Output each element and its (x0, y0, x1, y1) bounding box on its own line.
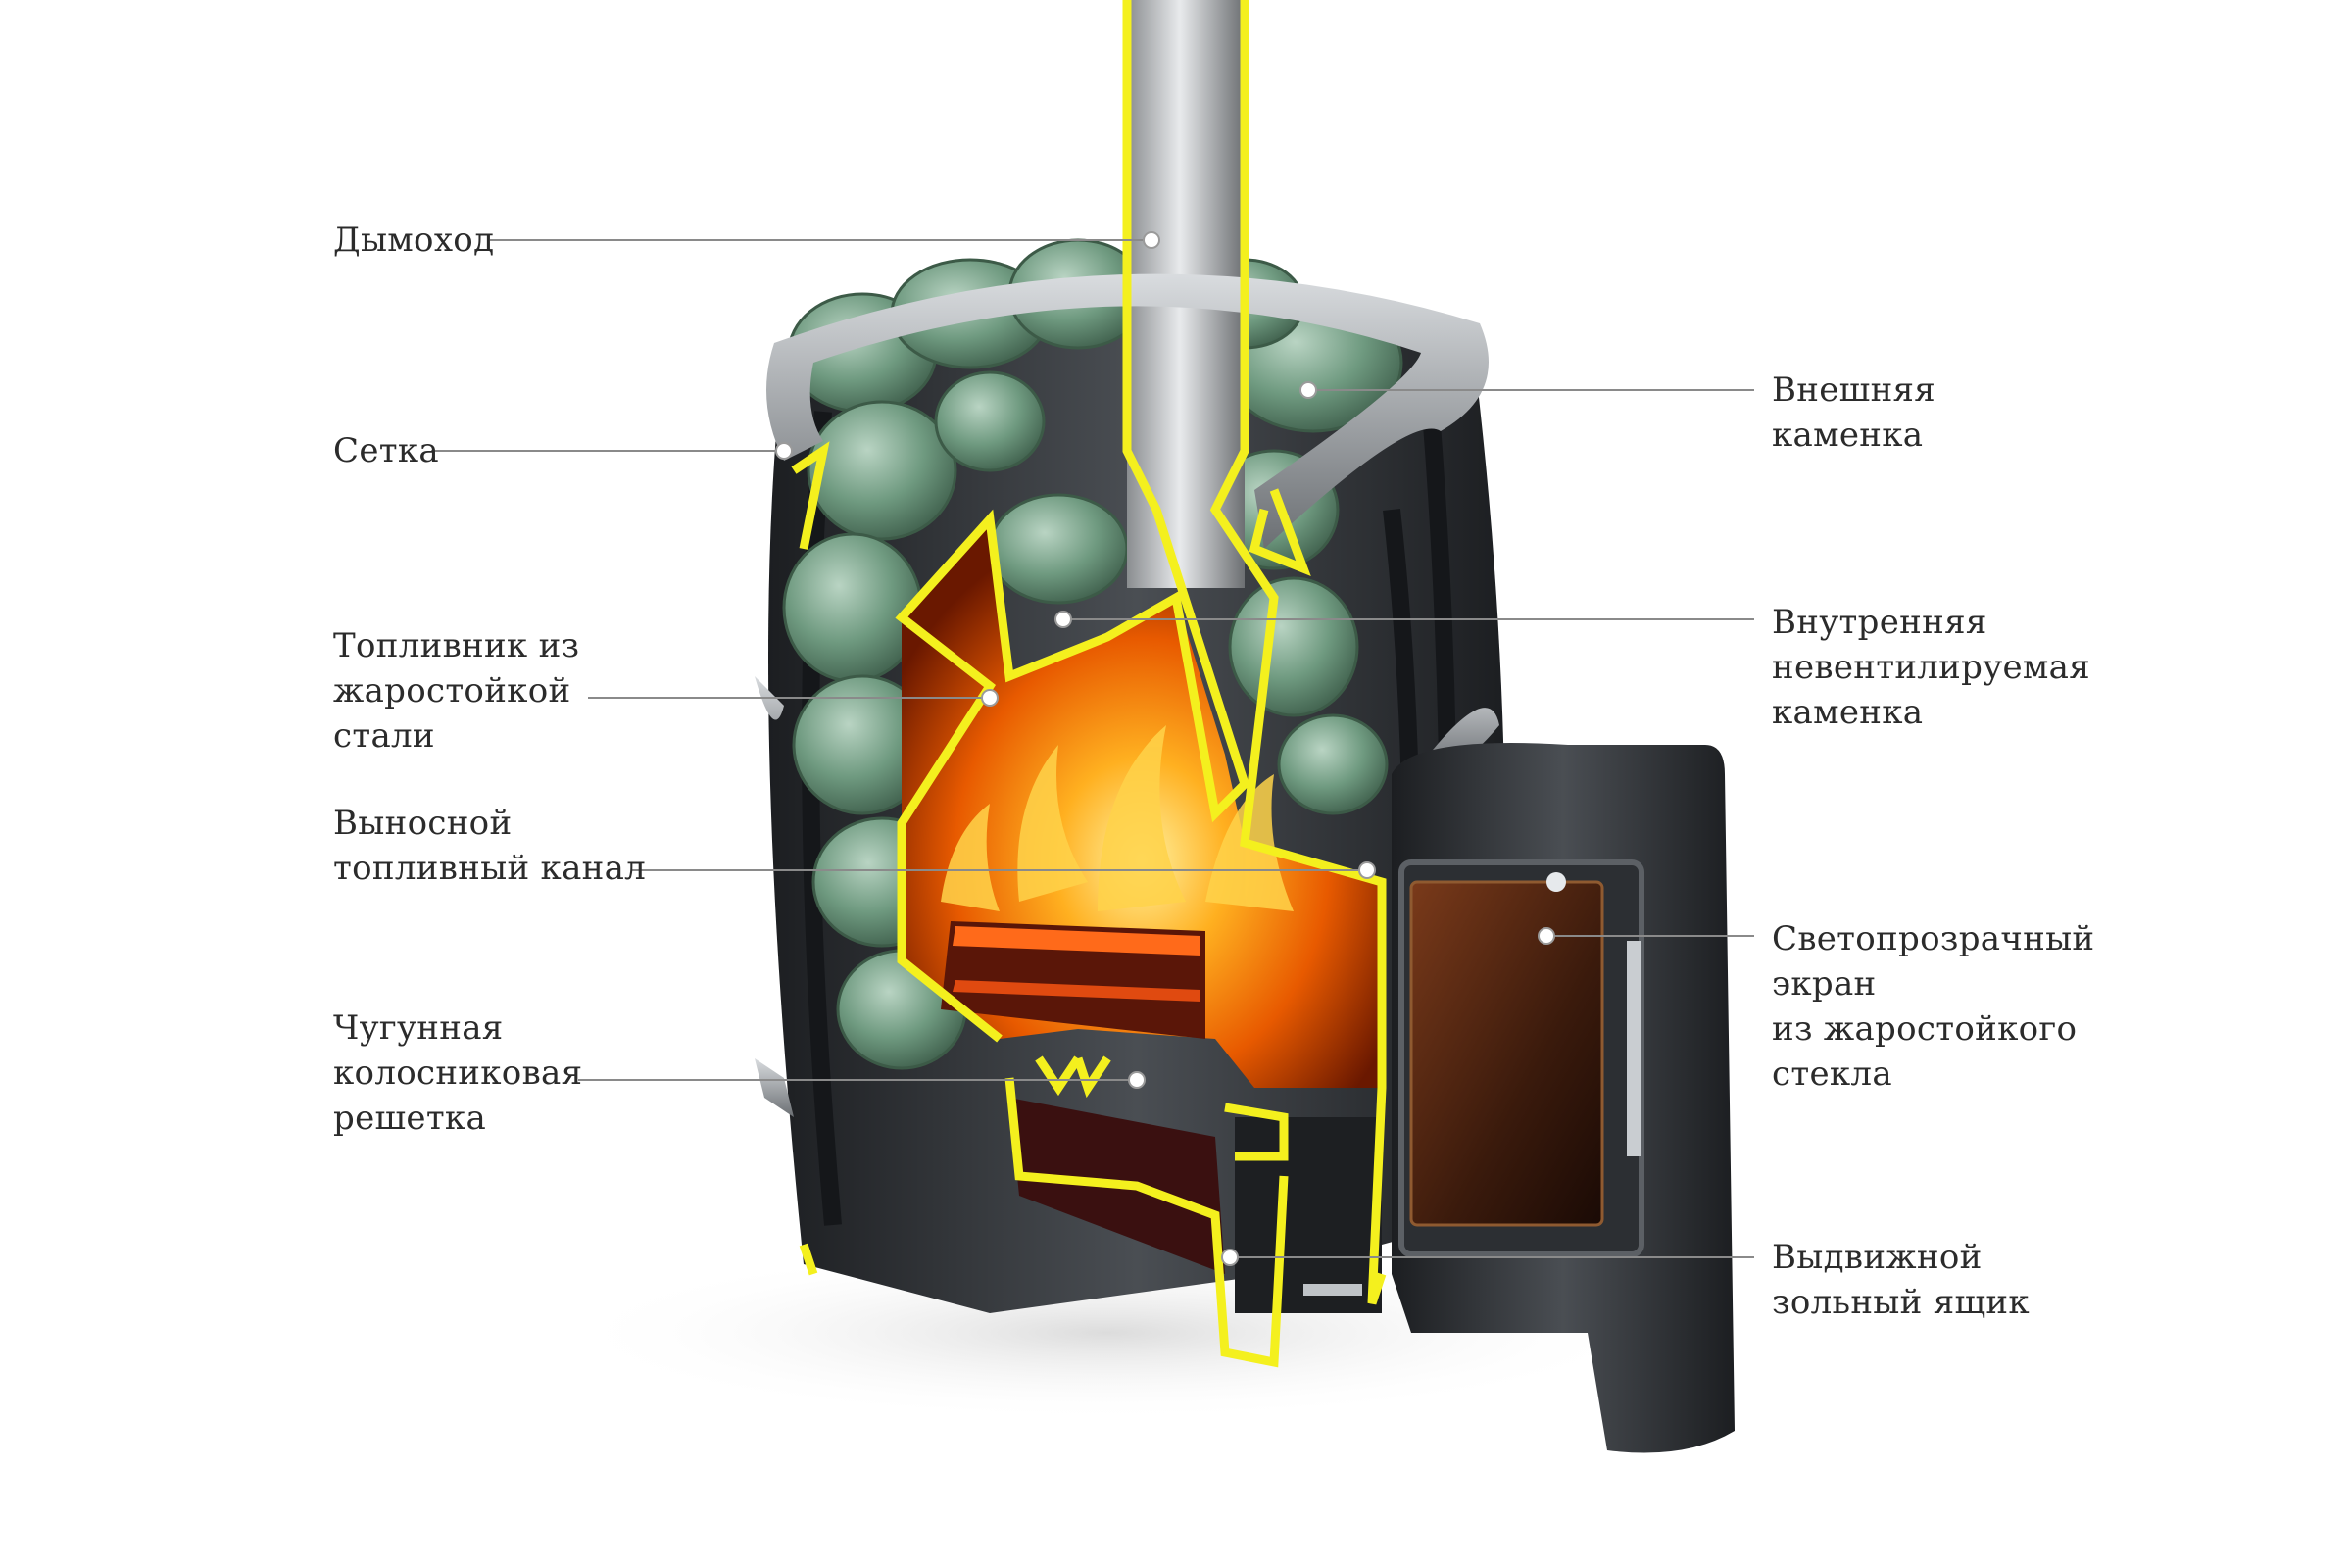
label-grate-line-3: решетка (333, 1099, 487, 1138)
label-outer-heater-line-2: каменка (1772, 416, 1924, 455)
dot-inner-heater (1054, 611, 1072, 628)
label-grate-line-2: колосниковая (333, 1054, 583, 1093)
label-glass-screen-line-1: Светопрозрачный (1772, 919, 2095, 958)
label-glass-screen-line-3: из жаростойкого (1772, 1009, 2078, 1049)
label-fuel-channel-line-1: Выносной (333, 804, 513, 843)
dot-firebox (981, 689, 999, 707)
glass-screen (1409, 880, 1604, 1227)
label-inner-heater-line-2: невентилируемая (1772, 648, 2090, 687)
label-glass-screen-line-4: стекла (1772, 1054, 1892, 1094)
label-ash-drawer: Выдвижной зольный ящик (1772, 1235, 2030, 1325)
label-fuel-channel: Выносной топливный канал (333, 801, 646, 891)
label-mesh: Сетка (333, 428, 439, 473)
label-fuel-channel-line-2: топливный канал (333, 849, 647, 888)
dot-fuel-channel (1358, 861, 1376, 879)
label-firebox: Топливник из жаростойкой стали (333, 623, 579, 759)
ash-drawer (1235, 1117, 1382, 1313)
door-latch (1546, 872, 1566, 892)
dot-grate (1128, 1071, 1146, 1089)
logs (941, 921, 1205, 1039)
dot-chimney (1143, 231, 1160, 249)
label-firebox-line-2: жаростойкой (333, 671, 571, 710)
top-ring (766, 273, 1489, 549)
label-outer-heater-line-1: Внешняя (1772, 370, 1936, 410)
dot-ash-drawer (1221, 1249, 1239, 1266)
leader-dots (775, 231, 1555, 1266)
label-glass-screen-line-2: экран (1772, 964, 1877, 1004)
label-inner-heater-line-1: Внутренняя (1772, 603, 1987, 642)
door-handle (1627, 941, 1641, 1156)
label-ash-drawer-line-2: зольный ящик (1772, 1283, 2030, 1322)
label-ash-drawer-line-1: Выдвижной (1772, 1238, 1983, 1277)
dot-mesh (775, 442, 793, 460)
label-grate: Чугунная колосниковая решетка (333, 1005, 582, 1141)
bottom-ring (755, 1058, 794, 1117)
label-outer-heater: Внешняя каменка (1772, 368, 1936, 458)
label-firebox-line-3: стали (333, 716, 435, 756)
label-chimney-line-1: Дымоход (333, 220, 495, 260)
label-inner-heater-line-3: каменка (1772, 693, 1924, 732)
cutaway-outline (791, 0, 1387, 1368)
label-chimney: Дымоход (333, 218, 494, 263)
dot-outer-heater (1299, 381, 1317, 399)
leader-lines (431, 239, 1754, 1258)
label-grate-line-1: Чугунная (333, 1008, 504, 1048)
label-glass-screen: Светопрозрачный экран из жаростойкого ст… (1772, 916, 2094, 1097)
label-inner-heater: Внутренняя невентилируемая каменка (1772, 600, 2090, 735)
label-mesh-line-1: Сетка (333, 431, 439, 470)
ash-drawer-handle (1303, 1284, 1362, 1296)
label-firebox-line-1: Топливник из (333, 626, 580, 665)
dot-glass-screen (1538, 927, 1555, 945)
